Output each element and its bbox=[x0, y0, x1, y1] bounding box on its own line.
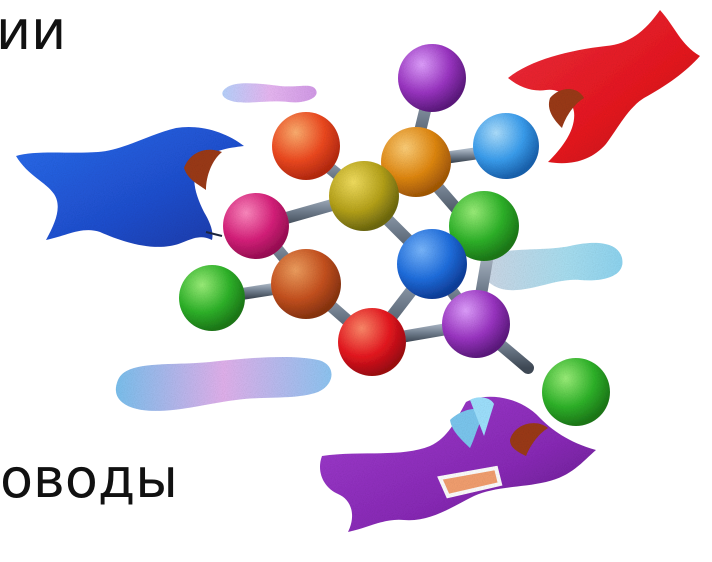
heading-fragment-top: ии bbox=[0, 0, 67, 62]
blue-enzyme bbox=[16, 126, 244, 247]
ball-purple-top bbox=[398, 44, 466, 112]
blue-pink-blob-left bbox=[115, 356, 332, 411]
lavender-blob-top bbox=[222, 83, 317, 103]
ball-green-lowright bbox=[542, 358, 610, 426]
ball-blue-center bbox=[397, 229, 467, 299]
ball-purple-bottom bbox=[442, 290, 510, 358]
cyan-blob-right bbox=[482, 242, 623, 291]
ball-rust bbox=[271, 249, 341, 319]
atom-balls bbox=[179, 44, 610, 426]
purple-enzyme bbox=[319, 396, 596, 532]
ball-orange-red bbox=[272, 112, 340, 180]
ball-sky bbox=[473, 113, 539, 179]
ball-olive bbox=[329, 161, 399, 231]
ball-magenta bbox=[223, 193, 289, 259]
ball-red-bottom bbox=[338, 308, 406, 376]
ball-green-right bbox=[449, 191, 519, 261]
red-enzyme bbox=[508, 10, 700, 164]
ball-orange bbox=[381, 127, 451, 197]
ball-green-left bbox=[179, 265, 245, 331]
heading-fragment-bottom: оводы bbox=[0, 447, 178, 510]
